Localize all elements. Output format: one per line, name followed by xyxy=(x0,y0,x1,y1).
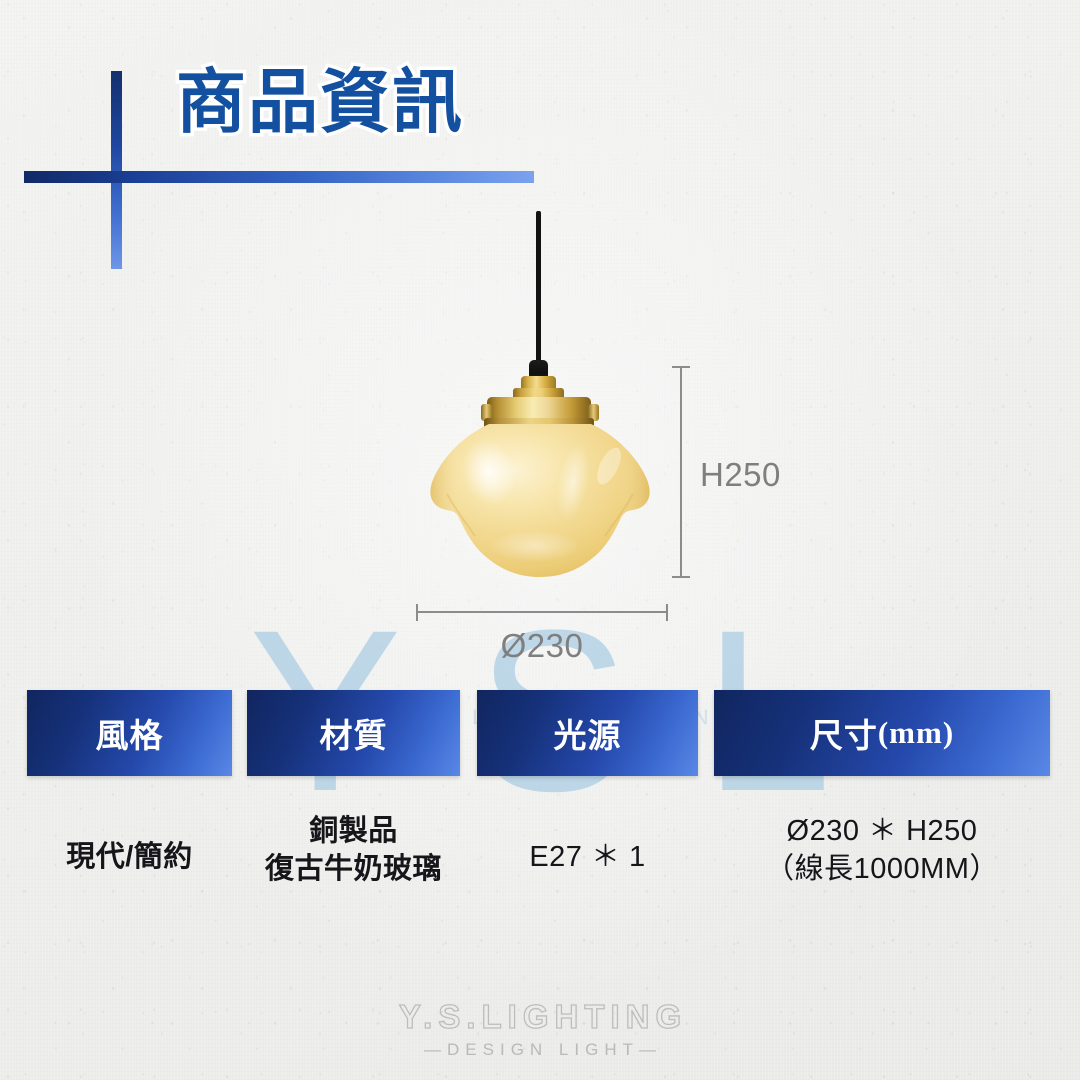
header-cross-horizontal-bar xyxy=(24,171,534,183)
spec-header-material-label: 材質 xyxy=(319,717,388,754)
lamp-collar-screw-right xyxy=(588,404,599,421)
spec-header-dimensions-unit: (mm) xyxy=(877,715,955,750)
height-dimension-label: H250 xyxy=(700,456,781,493)
spec-header-material: 材質 xyxy=(247,690,460,776)
height-dimension-cap-bottom xyxy=(672,576,690,578)
spec-value-style-line-1: 現代/簡約 xyxy=(66,841,193,873)
footer-tagline: —DESIGN LIGHT— xyxy=(424,1040,662,1059)
spec-value-material: 銅製品 復古牛奶玻璃 xyxy=(240,812,467,889)
spec-value-light-source: E27 ＊ 1 xyxy=(477,838,698,876)
header-cross-vertical-bar xyxy=(111,71,122,269)
width-dimension-cap-right xyxy=(666,604,668,621)
lamp-collar-screw-left xyxy=(481,404,492,421)
spec-value-material-line-2: 復古牛奶玻璃 xyxy=(264,853,442,886)
spec-value-dimensions-line-1: Ø230 ＊ H250 xyxy=(786,815,978,847)
spec-value-dimensions-line-2: （線長1000MM） xyxy=(765,853,999,886)
lamp-cord xyxy=(536,211,541,366)
width-dimension-label: Ø230 xyxy=(500,627,584,664)
lamp-socket-neck xyxy=(521,376,556,390)
footer-brand-logo: Y.S.LIGHTING xyxy=(398,997,688,1035)
spec-header-dimensions-label: 尺寸 xyxy=(809,717,878,754)
spec-header-style-label: 風格 xyxy=(95,717,164,754)
width-dimension-line xyxy=(416,611,668,613)
spec-header-light-source: 光源 xyxy=(477,690,698,776)
page-title: 商品資訊 xyxy=(173,62,466,142)
product-image-pendant-lamp: H250 Ø230 xyxy=(416,211,781,664)
spec-value-light-source-line-1: E27 ＊ 1 xyxy=(529,841,646,873)
height-dimension-cap-top xyxy=(672,366,690,368)
spec-header-style: 風格 xyxy=(27,690,232,776)
spec-header-light-source-label: 光源 xyxy=(553,717,622,754)
spec-value-material-line-1: 銅製品 xyxy=(309,815,398,847)
height-dimension-line xyxy=(680,366,682,577)
spec-value-style: 現代/簡約 xyxy=(27,838,232,876)
spec-header-dimensions: 尺寸(mm) xyxy=(714,690,1050,776)
lamp-glass-shade xyxy=(430,424,650,577)
width-dimension-cap-left xyxy=(416,604,418,621)
spec-value-dimensions: Ø230 ＊ H250 （線長1000MM） xyxy=(714,812,1050,889)
